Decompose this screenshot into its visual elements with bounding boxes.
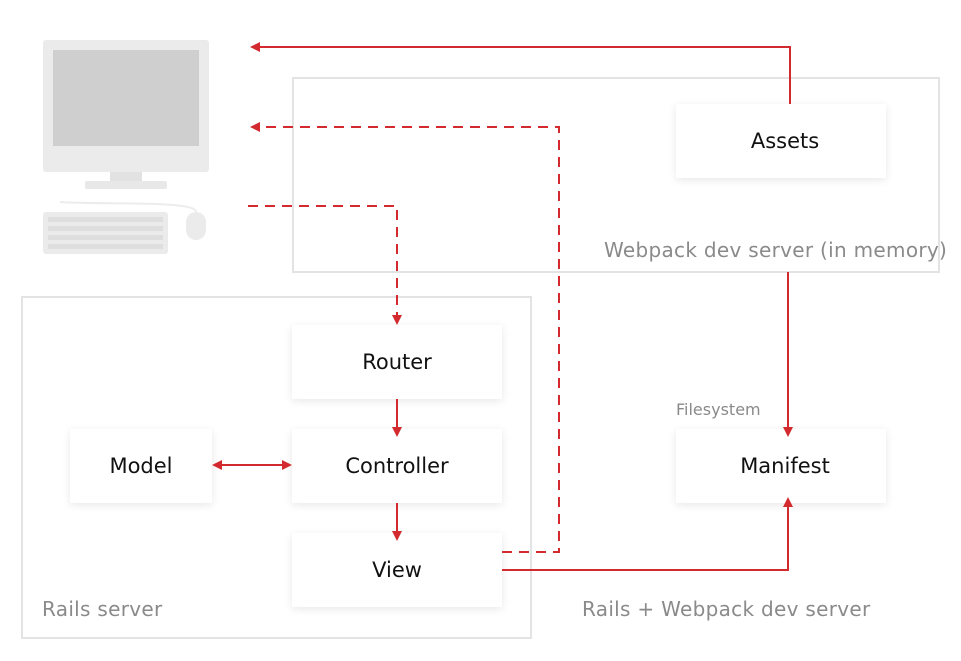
view-label: View	[372, 558, 422, 582]
view-to-computer-dashed-arrow	[250, 122, 560, 553]
controller-node: Controller	[292, 429, 502, 503]
webpack-dev-server-label: Webpack dev server (in memory)	[604, 238, 947, 262]
mouse-icon	[186, 212, 206, 240]
desktop-computer-icon	[43, 40, 209, 189]
rails-server-label: Rails server	[42, 597, 163, 621]
computer-to-router-dashed-arrow	[248, 205, 402, 325]
assets-to-computer-arrow	[250, 42, 791, 104]
model-label: Model	[109, 454, 172, 478]
assets-node: Assets	[676, 104, 886, 178]
keyboard-icon	[43, 212, 168, 254]
rails-server-region	[21, 296, 532, 639]
router-node: Router	[292, 325, 502, 399]
assets-label: Assets	[751, 129, 819, 153]
model-node: Model	[70, 429, 212, 503]
filesystem-label: Filesystem	[676, 400, 761, 419]
mouse-cable	[59, 201, 197, 213]
webpack-dev-server-region	[292, 77, 940, 273]
manifest-label: Manifest	[740, 454, 830, 478]
manifest-node: Manifest	[676, 429, 886, 503]
router-label: Router	[362, 350, 432, 374]
view-node: View	[292, 533, 502, 607]
rails-webpack-label: Rails + Webpack dev server	[582, 597, 871, 621]
view-to-manifest-arrow	[502, 497, 793, 571]
controller-label: Controller	[345, 454, 449, 478]
